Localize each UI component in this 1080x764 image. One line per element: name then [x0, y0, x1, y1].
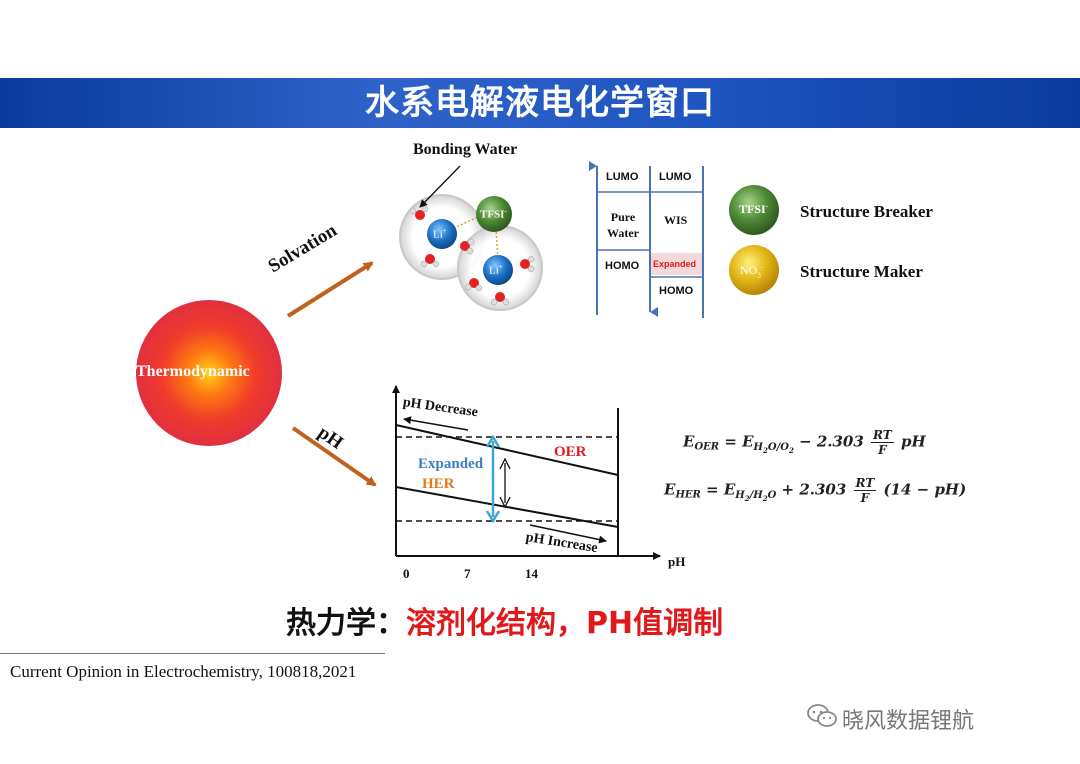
water-molecule [460, 238, 475, 255]
tick-14: 14 [525, 566, 538, 581]
lumo-left: LUMO [606, 171, 639, 183]
homo-left: HOMO [605, 260, 640, 272]
water-molecule [490, 292, 510, 306]
structure-maker-label: Structure Maker [800, 262, 923, 281]
conclusion-highlight: 溶剂化结构，PH值调制 [406, 606, 724, 641]
expanded-window-label: Expanded [418, 456, 484, 472]
thermodynamic-label: Thermodynamic [136, 363, 250, 380]
structure-breaker-label: Structure Breaker [800, 202, 933, 221]
li-ion-2 [483, 255, 513, 285]
expanded-region [651, 253, 702, 275]
page-title: 水系电解液电化学窗口 [365, 83, 715, 123]
li-ion-1 [427, 219, 457, 249]
water-molecule [464, 278, 483, 292]
thermodynamic-sphere [136, 300, 282, 446]
oer-line [395, 424, 619, 476]
bonding-water-pointer [419, 165, 461, 208]
ph-increase-arrow [529, 524, 607, 544]
conclusion-prefix: 热力学： [286, 606, 406, 641]
pure-water-label-line1: Pure [610, 210, 636, 224]
bonding-water-label: Bonding Water [413, 141, 518, 158]
no3-legend-ball [729, 245, 779, 295]
solvation-arrow [286, 261, 374, 318]
her-label: HER [422, 476, 455, 492]
conclusion-text: 热力学：溶剂化结构，PH值调制 [286, 598, 723, 642]
oer-label: OER [554, 444, 587, 460]
tfsi-legend-ball [729, 185, 779, 235]
tick-7: 7 [464, 566, 471, 581]
ph-plot [392, 385, 661, 560]
watermark-text: 晓风数据锂航 [842, 709, 975, 734]
title-banner [0, 78, 1080, 128]
citation-divider [0, 653, 385, 654]
lumo-right: LUMO [659, 171, 692, 183]
ph-decrease-arrow [403, 416, 469, 431]
x-axis-label: pH [668, 554, 686, 569]
no3-legend-label: NO3- [740, 263, 764, 280]
water-molecule [420, 254, 440, 268]
water-molecule [520, 255, 535, 273]
homo-right: HOMO [659, 285, 694, 297]
tfsi-anion [476, 196, 512, 232]
li-label-1: Li+ [433, 227, 447, 241]
pure-water-label-line2: Water [607, 226, 639, 240]
solvation-cluster [399, 165, 543, 311]
citation: Current Opinion in Electrochemistry, 100… [10, 662, 357, 681]
water-molecule [409, 205, 429, 220]
tfsi-cluster-label: TFSI- [480, 207, 507, 221]
tfsi-legend-label: TFSI- [739, 202, 769, 216]
wis-label: WIS [664, 213, 688, 227]
tick-0: 0 [403, 566, 410, 581]
expanded-energy-label: Expanded [653, 259, 697, 269]
energy-level-diagram [589, 161, 704, 318]
li-label-2: Li+ [489, 263, 503, 277]
wechat-icon [807, 704, 837, 727]
ph-arrow [291, 426, 377, 487]
